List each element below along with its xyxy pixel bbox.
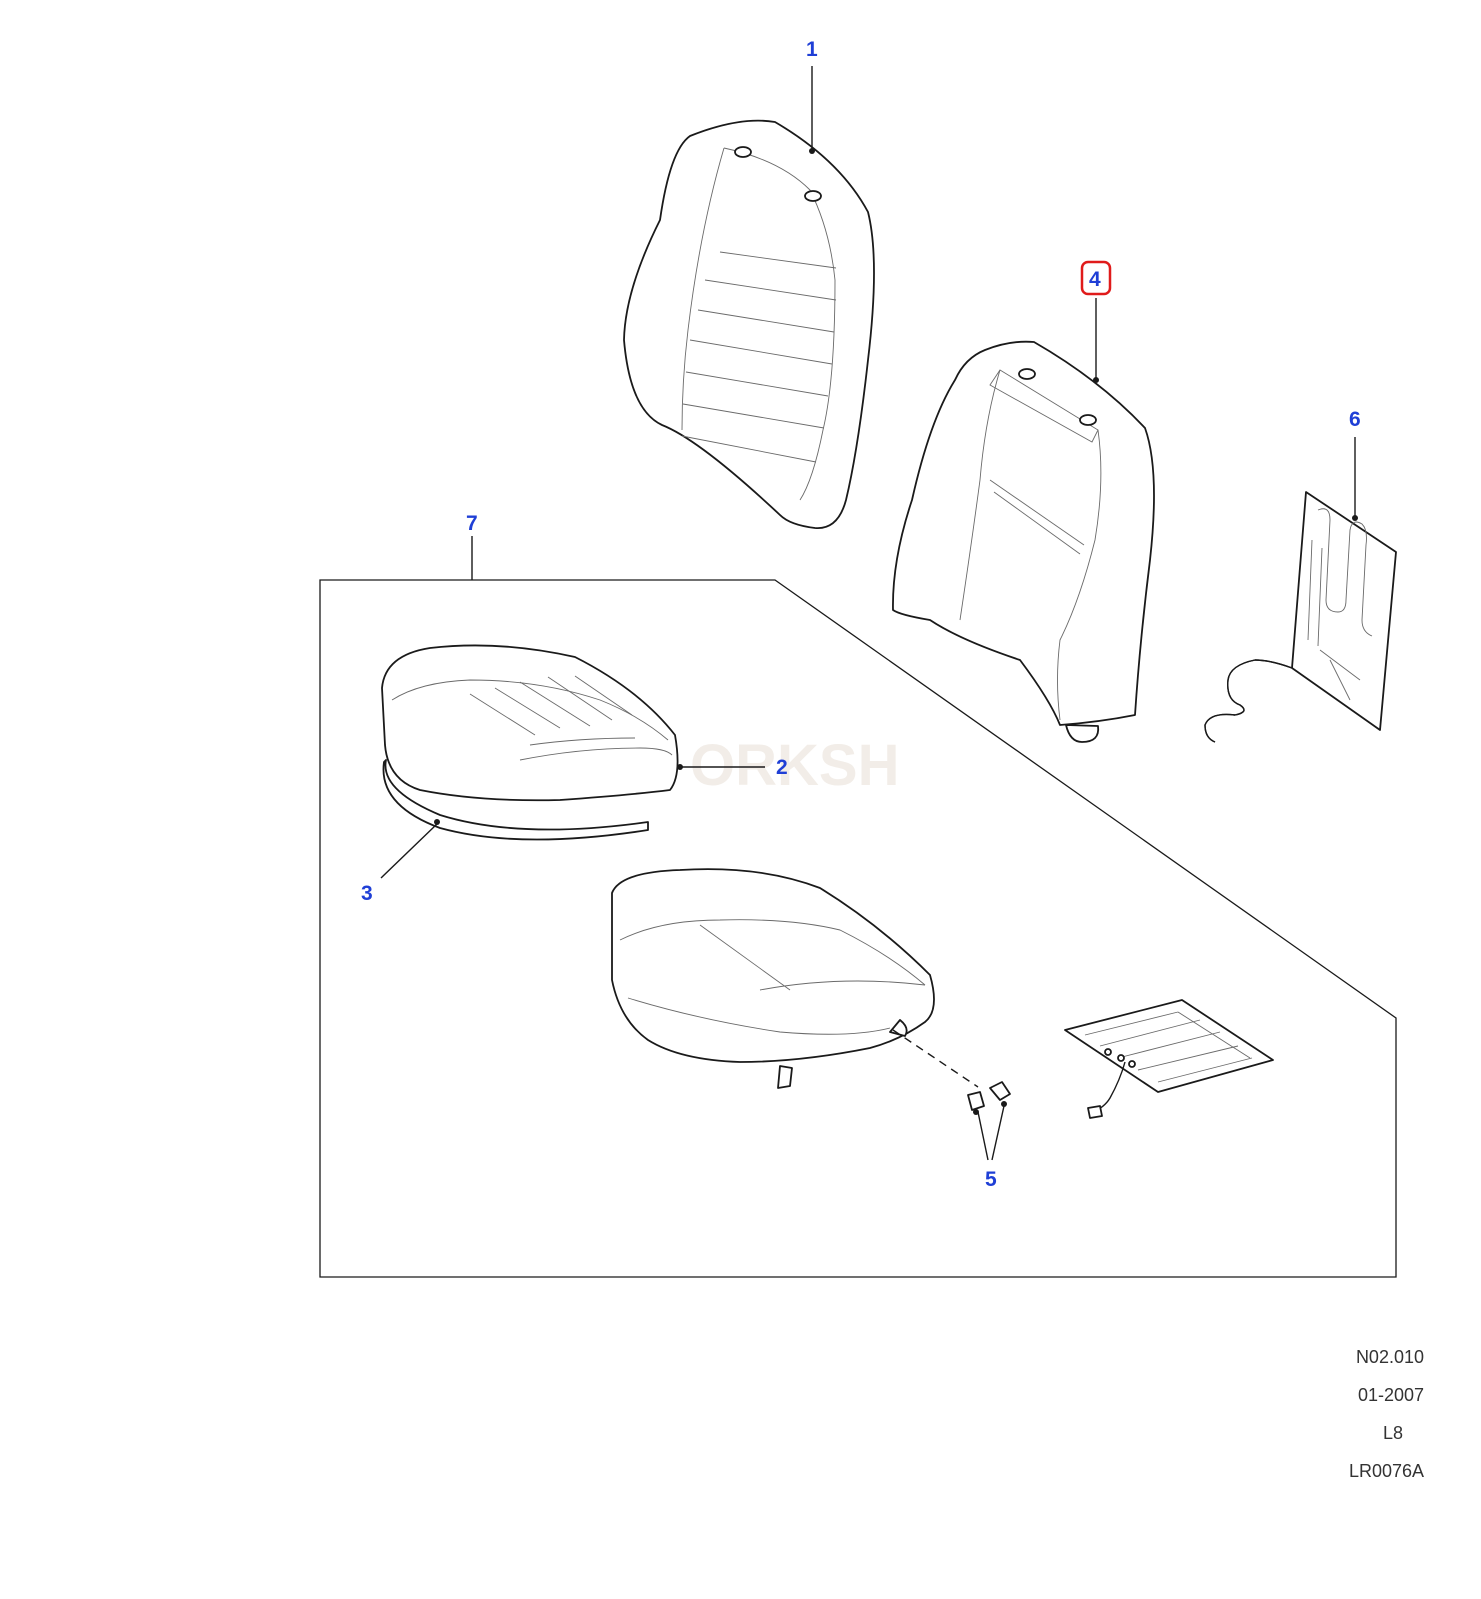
callout-4-highlight-box [1080, 260, 1112, 296]
callout-2[interactable]: 2 [776, 756, 788, 779]
part-4-seat-back-pad [892, 340, 1155, 743]
footer-ref: N02.010 [1356, 1347, 1424, 1367]
kit-frame-7 [319, 579, 1397, 1278]
part-2-seat-cushion-cover [381, 644, 683, 841]
callout-6[interactable]: 6 [1349, 408, 1361, 431]
seat-cushion-pad [611, 868, 935, 1089]
leader-lines [380, 66, 1358, 1161]
part-5-clips [892, 1029, 1011, 1115]
part-3-trim-dot [434, 819, 440, 825]
watermark-text: ORKSH [690, 733, 899, 798]
callout-7[interactable]: 7 [466, 512, 478, 535]
footer-date: 01-2007 [1358, 1385, 1424, 1405]
callout-1[interactable]: 1 [806, 38, 818, 61]
part-1-seat-back-cover [623, 119, 875, 529]
footer-variant: L8 [1383, 1423, 1403, 1443]
seat-heater-mat [1064, 999, 1274, 1119]
callout-4[interactable]: 4 [1089, 268, 1101, 291]
footer-drawing-no: LR0076A [1349, 1461, 1424, 1481]
callout-5[interactable]: 5 [985, 1168, 997, 1191]
part-6-heater-mat [1204, 491, 1397, 743]
callout-3[interactable]: 3 [361, 882, 373, 905]
